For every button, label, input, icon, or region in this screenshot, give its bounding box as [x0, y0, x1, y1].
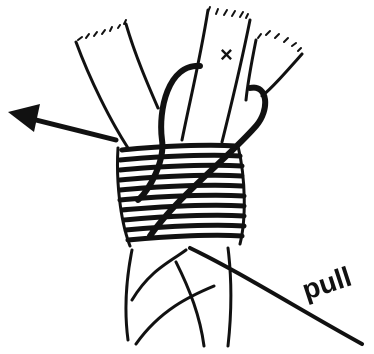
- pull-label: pull: [298, 261, 355, 306]
- rope-strand-left: [76, 24, 158, 148]
- direction-arrow: [8, 104, 116, 140]
- rope-strand-right: [246, 40, 302, 100]
- rope-strand-center: [182, 10, 250, 142]
- strand-marker: ×: [220, 42, 233, 67]
- frayed-strand-ends: [78, 7, 301, 51]
- arrow-head-icon: [8, 104, 40, 132]
